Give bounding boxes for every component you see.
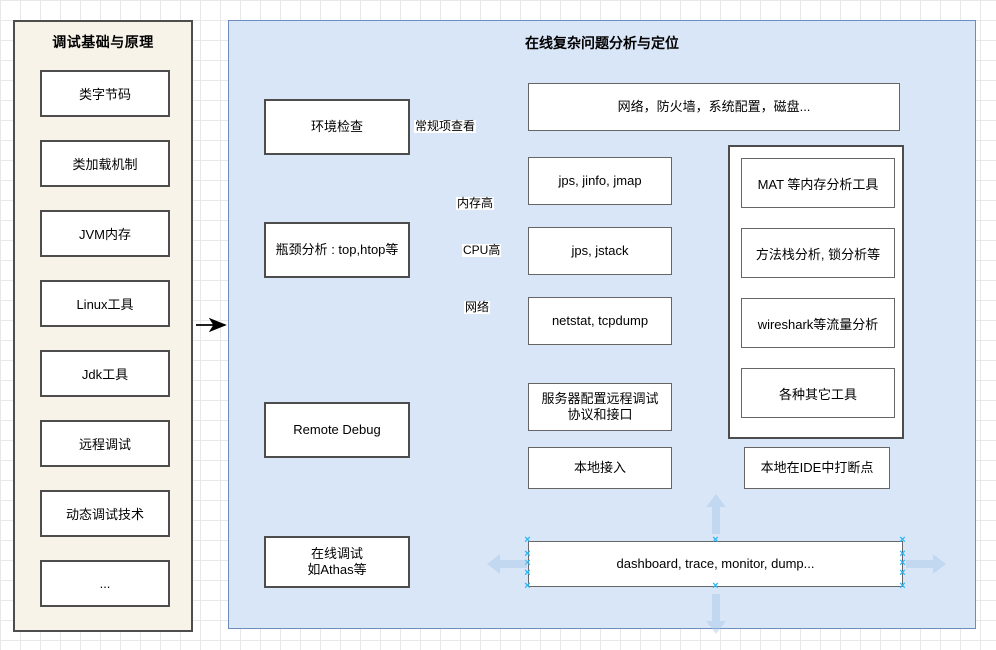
sidebar-item-remote-debug[interactable]: 远程调试 (40, 420, 170, 467)
node-local-attach[interactable]: 本地接入 (528, 447, 672, 489)
tools-container[interactable]: MAT 等内存分析工具 方法栈分析, 锁分析等 wireshark等流量分析 各… (728, 145, 904, 439)
sidebar-item-dynamic-debug[interactable]: 动态调试技术 (40, 490, 170, 537)
sidebar-item-more[interactable]: ... (40, 560, 170, 607)
node-remote-debug[interactable]: Remote Debug (264, 402, 410, 458)
connect-arrow-left[interactable] (487, 553, 527, 580)
tool-mat[interactable]: MAT 等内存分析工具 (741, 158, 895, 208)
edge-label-memory-high: 内存高 (456, 196, 495, 211)
edge-label-network: 网络 (464, 300, 491, 315)
selection-handle-bottom-left[interactable] (523, 582, 532, 591)
edge-label-cpu-high: CPU高 (462, 243, 502, 258)
tool-others[interactable]: 各种其它工具 (741, 368, 895, 418)
sidebar-item-classloader[interactable]: 类加载机制 (40, 140, 170, 187)
sidebar-panel[interactable]: 调试基础与原理 类字节码 类加载机制 JVM内存 Linux工具 Jdk工具 远… (13, 20, 193, 632)
connect-arrow-right[interactable] (906, 553, 946, 580)
sidebar-item-bytecode[interactable]: 类字节码 (40, 70, 170, 117)
node-dashboard[interactable]: dashboard, trace, monitor, dump... (528, 541, 903, 587)
node-server-config[interactable]: 服务器配置远程调试 协议和接口 (528, 383, 672, 431)
node-memory-tools[interactable]: jps, jinfo, jmap (528, 157, 672, 205)
selection-handle-top-left[interactable] (523, 536, 532, 545)
node-network-tools[interactable]: netstat, tcpdump (528, 297, 672, 345)
selection-handle-top-right[interactable] (898, 536, 907, 545)
connect-arrow-up[interactable] (705, 494, 727, 539)
main-panel-title: 在线复杂问题分析与定位 (525, 35, 679, 51)
sidebar-title: 调试基础与原理 (52, 34, 154, 50)
node-bottleneck-analysis[interactable]: 瓶颈分析 : top,htop等 (264, 222, 410, 278)
selection-handle-bottom-right[interactable] (898, 582, 907, 591)
tool-wireshark[interactable]: wireshark等流量分析 (741, 298, 895, 348)
node-env-check[interactable]: 环境检查 (264, 99, 410, 155)
sidebar-item-jdk-tools[interactable]: Jdk工具 (40, 350, 170, 397)
tool-stack[interactable]: 方法栈分析, 锁分析等 (741, 228, 895, 278)
node-cpu-tools[interactable]: jps, jstack (528, 227, 672, 275)
edge-label-routine-check: 常规项查看 (414, 119, 477, 134)
node-env-result[interactable]: 网络，防火墙，系统配置，磁盘... (528, 83, 900, 131)
node-ide-breakpoint[interactable]: 本地在IDE中打断点 (744, 447, 890, 489)
connect-arrow-down[interactable] (705, 594, 727, 639)
selection-handle-bottom-center[interactable] (711, 582, 720, 591)
sidebar-item-linux-tools[interactable]: Linux工具 (40, 280, 170, 327)
node-online-debug[interactable]: 在线调试 如Athas等 (264, 536, 410, 588)
sidebar-item-jvm-memory[interactable]: JVM内存 (40, 210, 170, 257)
